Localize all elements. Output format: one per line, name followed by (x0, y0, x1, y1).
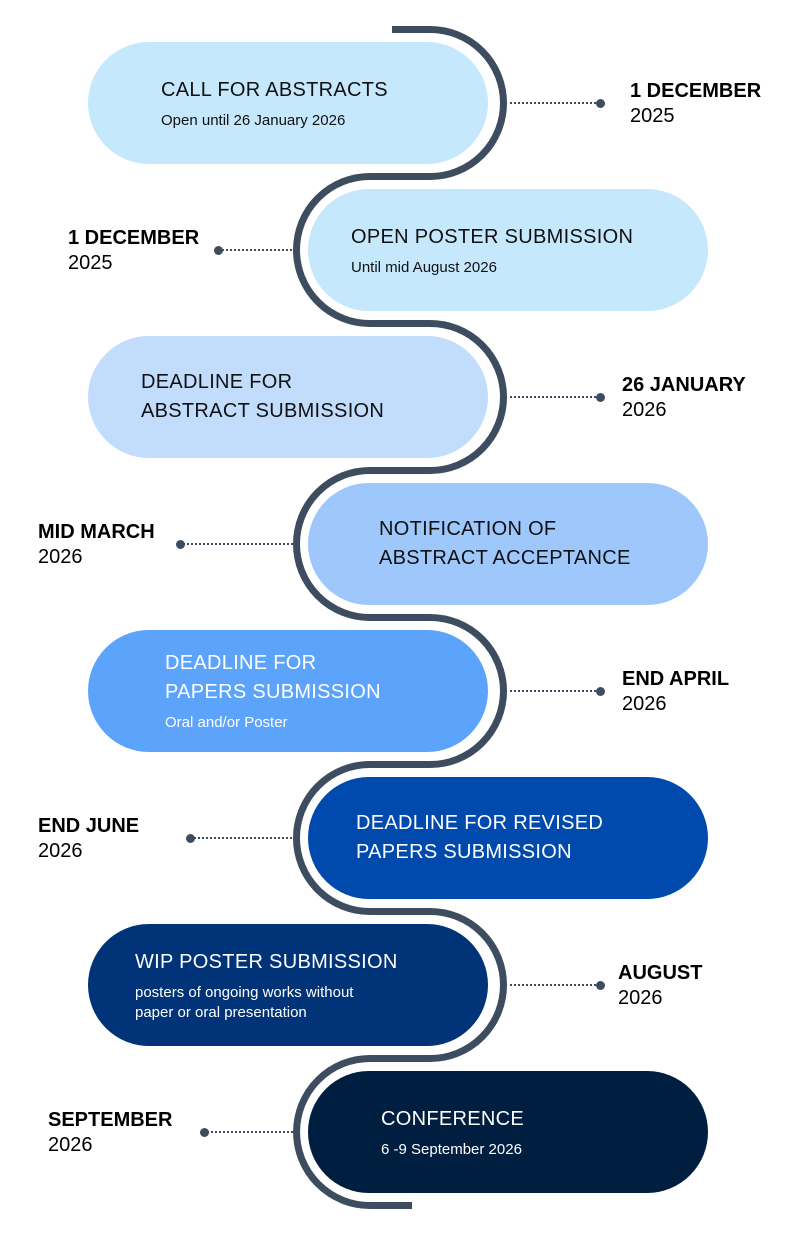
event-date-year: 2026 (622, 693, 667, 715)
event-date-year: 2026 (622, 399, 667, 421)
connector-dot-icon (186, 834, 195, 843)
dotted-connector (505, 984, 600, 986)
event-title: CONFERENCE (381, 1107, 525, 1130)
event-date-day: END JUNE (38, 815, 140, 837)
dotted-connector (180, 543, 296, 545)
event-subtitle: 6 -9 September 2026 (381, 1140, 522, 1158)
event-title: DEADLINE FOR ABSTRACT SUBMISSION (141, 371, 385, 422)
dotted-connector (505, 396, 600, 398)
connector-dot-icon (596, 981, 605, 990)
dotted-connector (190, 837, 296, 839)
event-pill: CONFERENCE 6 -9 September 2026 (308, 1071, 708, 1193)
event-pill: DEADLINE FOR REVISED PAPERS SUBMISSION (308, 777, 708, 899)
event-title: NOTIFICATION OF ABSTRACT ACCEPTANCE (379, 518, 631, 569)
event-date: END JUNE 2026 (38, 814, 139, 864)
event-title: DEADLINE FOR REVISED PAPERS SUBMISSION (356, 812, 604, 863)
event-title: DEADLINE FOR PAPERS SUBMISSION (165, 652, 381, 703)
event-pill: NOTIFICATION OF ABSTRACT ACCEPTANCE (308, 483, 708, 605)
event-title: CALL FOR ABSTRACTS (161, 78, 388, 101)
dotted-connector (204, 1131, 296, 1133)
event-date-day: 26 JANUARY (622, 374, 746, 396)
event-pill: WIP POSTER SUBMISSION posters of ongoing … (88, 924, 488, 1046)
connector-dot-icon (214, 246, 223, 255)
connector-dot-icon (596, 687, 605, 696)
event-pill: OPEN POSTER SUBMISSION Until mid August 2… (308, 189, 708, 311)
event-date-day: 1 DECEMBER (630, 80, 762, 102)
event-pill: CALL FOR ABSTRACTS Open until 26 January … (88, 42, 488, 164)
event-date: 1 DECEMBER 2025 (630, 79, 761, 129)
event-pill: DEADLINE FOR ABSTRACT SUBMISSION (88, 336, 488, 458)
event-date-year: 2026 (38, 546, 83, 568)
event-date-year: 2026 (38, 840, 83, 862)
event-date-day: AUGUST (618, 962, 703, 984)
event-subtitle: Until mid August 2026 (351, 258, 497, 276)
event-date-year: 2026 (618, 987, 663, 1009)
event-date-day: 1 DECEMBER (68, 227, 200, 249)
event-title: OPEN POSTER SUBMISSION (351, 225, 634, 248)
event-title: WIP POSTER SUBMISSION (135, 950, 398, 973)
dotted-connector (218, 249, 296, 251)
event-date: AUGUST 2026 (618, 961, 702, 1011)
event-date-year: 2025 (68, 252, 113, 274)
event-date: SEPTEMBER 2026 (48, 1108, 172, 1158)
event-pill: DEADLINE FOR PAPERS SUBMISSION Oral and/… (88, 630, 488, 752)
event-date-day: SEPTEMBER (48, 1109, 173, 1131)
event-date-day: MID MARCH (38, 521, 155, 543)
event-date-year: 2026 (48, 1134, 93, 1156)
connector-dot-icon (200, 1128, 209, 1137)
event-subtitle: posters of ongoing works without paper o… (135, 983, 354, 1021)
event-date: MID MARCH 2026 (38, 520, 155, 570)
event-date: END APRIL 2026 (622, 667, 729, 717)
dotted-connector (505, 102, 600, 104)
event-subtitle: Open until 26 January 2026 (161, 111, 346, 129)
event-date-day: END APRIL (622, 668, 730, 690)
connector-dot-icon (596, 99, 605, 108)
event-subtitle: Oral and/or Poster (165, 714, 288, 731)
event-date: 1 DECEMBER 2025 (68, 226, 199, 276)
dotted-connector (505, 690, 600, 692)
event-date-year: 2025 (630, 105, 675, 127)
event-date: 26 JANUARY 2026 (622, 373, 746, 423)
connector-dot-icon (176, 540, 185, 549)
connector-dot-icon (596, 393, 605, 402)
